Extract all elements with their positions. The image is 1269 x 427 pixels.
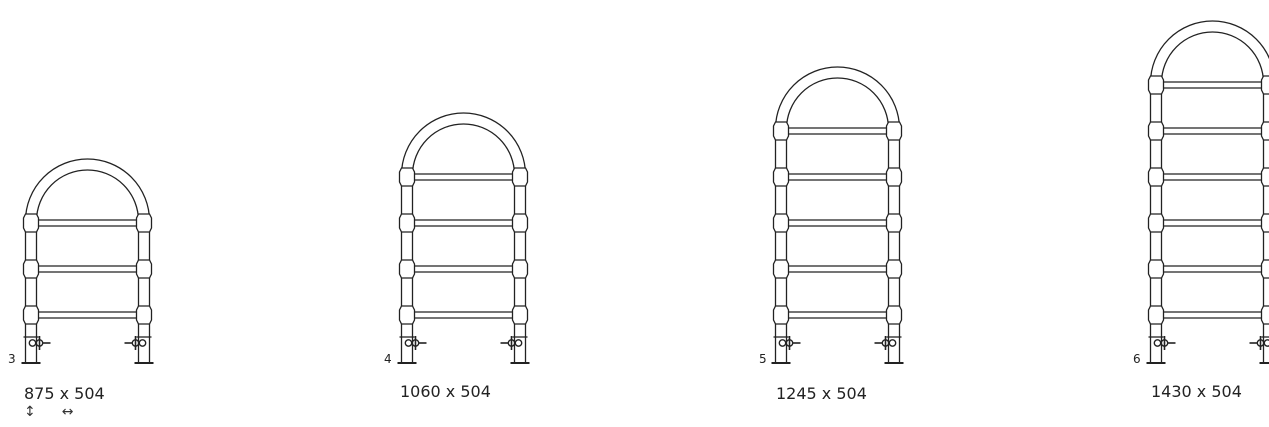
valve-icon [1154,336,1175,350]
rail-collar [1262,260,1269,278]
rail-collar [24,214,39,232]
rail-collar [1149,260,1164,278]
rail-collar [513,168,528,186]
rail-collar [400,306,415,324]
dimension-legend: ↕ ↔ [24,404,73,420]
radiator-6-rail [1147,21,1269,363]
rail-collar [137,306,152,324]
arch-inner [1162,32,1264,83]
rail-collar [1149,168,1164,186]
rail-count-3: 3 [8,352,16,366]
rail-collar [1149,76,1164,94]
valve-icon [875,336,896,350]
rail-collar [774,122,789,140]
valve-icon [125,336,146,350]
dimension-label-1430: 1430 x 504 [1151,382,1242,401]
valve-icon [29,336,50,350]
rail-collar [774,214,789,232]
rail-collar [1149,306,1164,324]
rail-collar [513,260,528,278]
rail-collar [774,260,789,278]
rail-collar [1262,122,1269,140]
dimension-label-875: 875 x 504 [24,384,105,403]
rail-collar [400,260,415,278]
height-arrow-icon: ↕ [24,404,36,420]
rail-collar [137,214,152,232]
rail-collar [24,260,39,278]
dimension-label-1060: 1060 x 504 [400,382,491,401]
rail-collar [1262,214,1269,232]
rail-collar [513,306,528,324]
rail-collar [1262,76,1269,94]
rail-collar [887,168,902,186]
rail-collar [1149,122,1164,140]
radiator-4-rail [398,113,530,363]
rail-collar [513,214,528,232]
radiator-5-rail [772,67,904,363]
arch-inner [37,170,139,221]
arch-inner [413,124,515,175]
rail-collar [1262,168,1269,186]
dimension-label-1245: 1245 x 504 [776,384,867,403]
rail-count-6: 6 [1133,352,1141,366]
rail-collar [137,260,152,278]
rail-collar [887,260,902,278]
arch-outer [26,159,150,221]
valve-icon [1250,336,1269,350]
rail-collar [1262,306,1269,324]
rail-collar [400,168,415,186]
rail-collar [1149,214,1164,232]
rail-collar [887,122,902,140]
rail-collar [887,214,902,232]
arch-outer [1151,21,1269,83]
arch-outer [402,113,526,175]
radiator-3-rail [22,159,154,363]
rail-count-4: 4 [384,352,392,366]
rail-count-5: 5 [759,352,767,366]
rail-collar [774,168,789,186]
rail-collar [24,306,39,324]
valve-icon [501,336,522,350]
rail-collar [774,306,789,324]
arch-outer [776,67,900,129]
valve-icon [779,336,800,350]
width-arrow-icon: ↔ [62,404,74,420]
rail-collar [400,214,415,232]
rail-collar [887,306,902,324]
arch-inner [787,78,889,129]
valve-icon [405,336,426,350]
